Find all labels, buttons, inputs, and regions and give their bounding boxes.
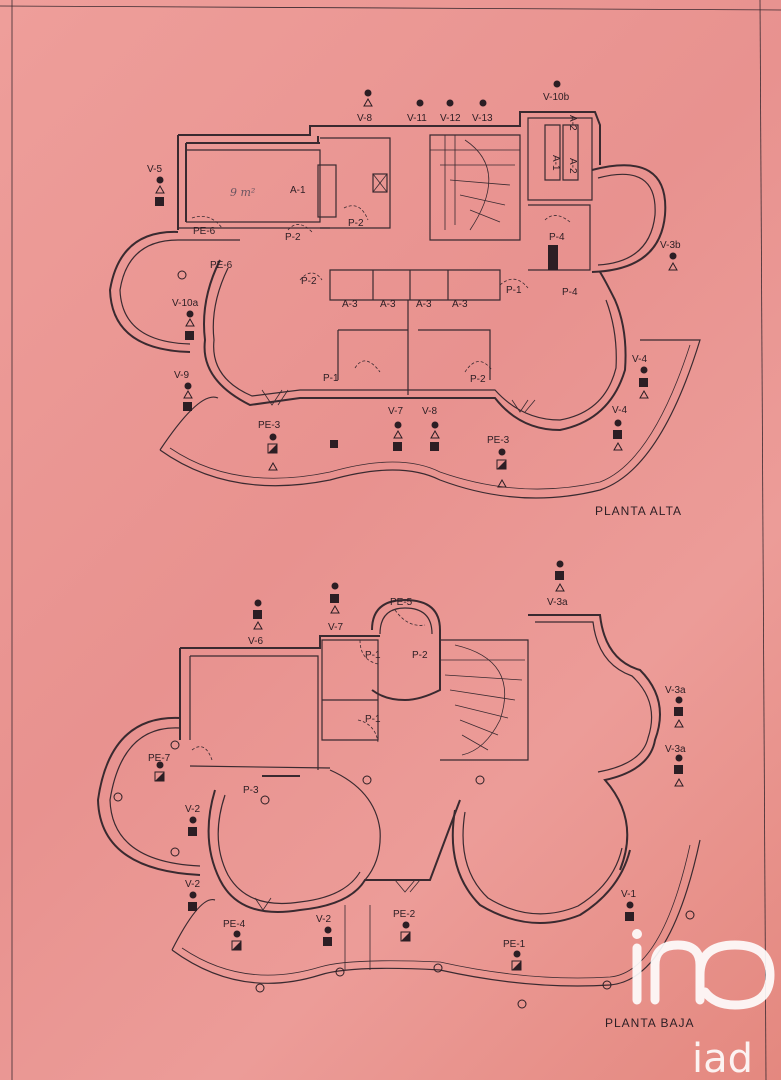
label-P-2: P-2 bbox=[285, 232, 301, 243]
label-P-2: P-2 bbox=[412, 650, 428, 661]
label-A-3: A-3 bbox=[452, 299, 468, 310]
paper-edge-line bbox=[0, 5, 781, 11]
label-A-2: A-2 bbox=[567, 158, 578, 174]
label-P-2: P-2 bbox=[348, 218, 364, 229]
label-A-2: A-2 bbox=[567, 115, 578, 131]
label-P-4: P-4 bbox=[549, 232, 565, 243]
label-PE-6: PE-6 bbox=[193, 226, 216, 237]
label-A-3: A-3 bbox=[342, 299, 358, 310]
label-P-3: P-3 bbox=[243, 785, 259, 796]
label-V-3a: V-3a bbox=[665, 685, 686, 696]
label-V-7: V-7 bbox=[328, 622, 343, 633]
label-V-9: V-9 bbox=[174, 370, 189, 381]
window-symbols bbox=[155, 80, 678, 488]
label-P-4: P-4 bbox=[562, 287, 578, 298]
label-V-2: V-2 bbox=[185, 804, 200, 815]
label-A-3: A-3 bbox=[416, 299, 432, 310]
handwritten-area-note: 9 m² bbox=[230, 186, 255, 199]
label-V-2: V-2 bbox=[316, 914, 331, 925]
label-V-8: V-8 bbox=[422, 406, 437, 417]
title-planta-baja: PLANTA BAJA bbox=[605, 1016, 694, 1030]
label-V-13: V-13 bbox=[472, 113, 493, 124]
label-V-5: V-5 bbox=[147, 164, 162, 175]
label-P-1: P-1 bbox=[365, 714, 381, 725]
iad-watermark-logo: iad bbox=[632, 929, 775, 1080]
label-V-3a: V-3a bbox=[665, 744, 686, 755]
label-V-7: V-7 bbox=[388, 406, 403, 417]
label-P-1: P-1 bbox=[506, 285, 522, 296]
label-PE-5: PE-5 bbox=[390, 597, 413, 608]
upper-floor-plan: V-8 V-11 V-12 V-13 V-10b V-5 A-1 9 m² P-… bbox=[108, 80, 701, 518]
label-P-1: P-1 bbox=[365, 650, 381, 661]
label-V-8: V-8 bbox=[357, 113, 372, 124]
label-V-3a: V-3a bbox=[547, 597, 568, 608]
label-V-4: V-4 bbox=[612, 405, 627, 416]
column-markers bbox=[113, 740, 695, 1009]
label-V-3b: V-3b bbox=[660, 240, 681, 251]
label-P-2: P-2 bbox=[301, 276, 317, 287]
label-PE-6: PE-6 bbox=[210, 260, 233, 271]
label-V-4: V-4 bbox=[632, 354, 647, 365]
watermark-text: iad bbox=[692, 1036, 753, 1080]
lower-floor-plan: V-6 V-7 PE-5 V-3a V-3a V-3a P-1 P-2 P-1 … bbox=[96, 560, 701, 1030]
label-A-1: A-1 bbox=[550, 155, 561, 171]
label-V-2: V-2 bbox=[185, 879, 200, 890]
label-V-11: V-11 bbox=[407, 113, 427, 124]
label-PE-3: PE-3 bbox=[258, 420, 281, 431]
label-P-2: P-2 bbox=[470, 374, 486, 385]
paper-edge-line bbox=[759, 0, 767, 1080]
label-PE-2: PE-2 bbox=[393, 909, 416, 920]
label-PE-3: PE-3 bbox=[487, 435, 510, 446]
label-P-1: P-1 bbox=[323, 373, 339, 384]
label-PE-4: PE-4 bbox=[223, 919, 246, 930]
window-symbols bbox=[154, 560, 684, 971]
label-A-1: A-1 bbox=[290, 185, 306, 196]
label-PE-1: PE-1 bbox=[503, 939, 526, 950]
label-V-1: V-1 bbox=[621, 889, 636, 900]
label-A-3: A-3 bbox=[380, 299, 396, 310]
label-V-12: V-12 bbox=[440, 113, 461, 124]
label-V-10a: V-10a bbox=[172, 298, 199, 309]
title-planta-alta: PLANTA ALTA bbox=[595, 504, 682, 518]
label-PE-7: PE-7 bbox=[148, 753, 171, 764]
label-V-6: V-6 bbox=[248, 636, 263, 647]
label-V-10b: V-10b bbox=[543, 92, 570, 103]
